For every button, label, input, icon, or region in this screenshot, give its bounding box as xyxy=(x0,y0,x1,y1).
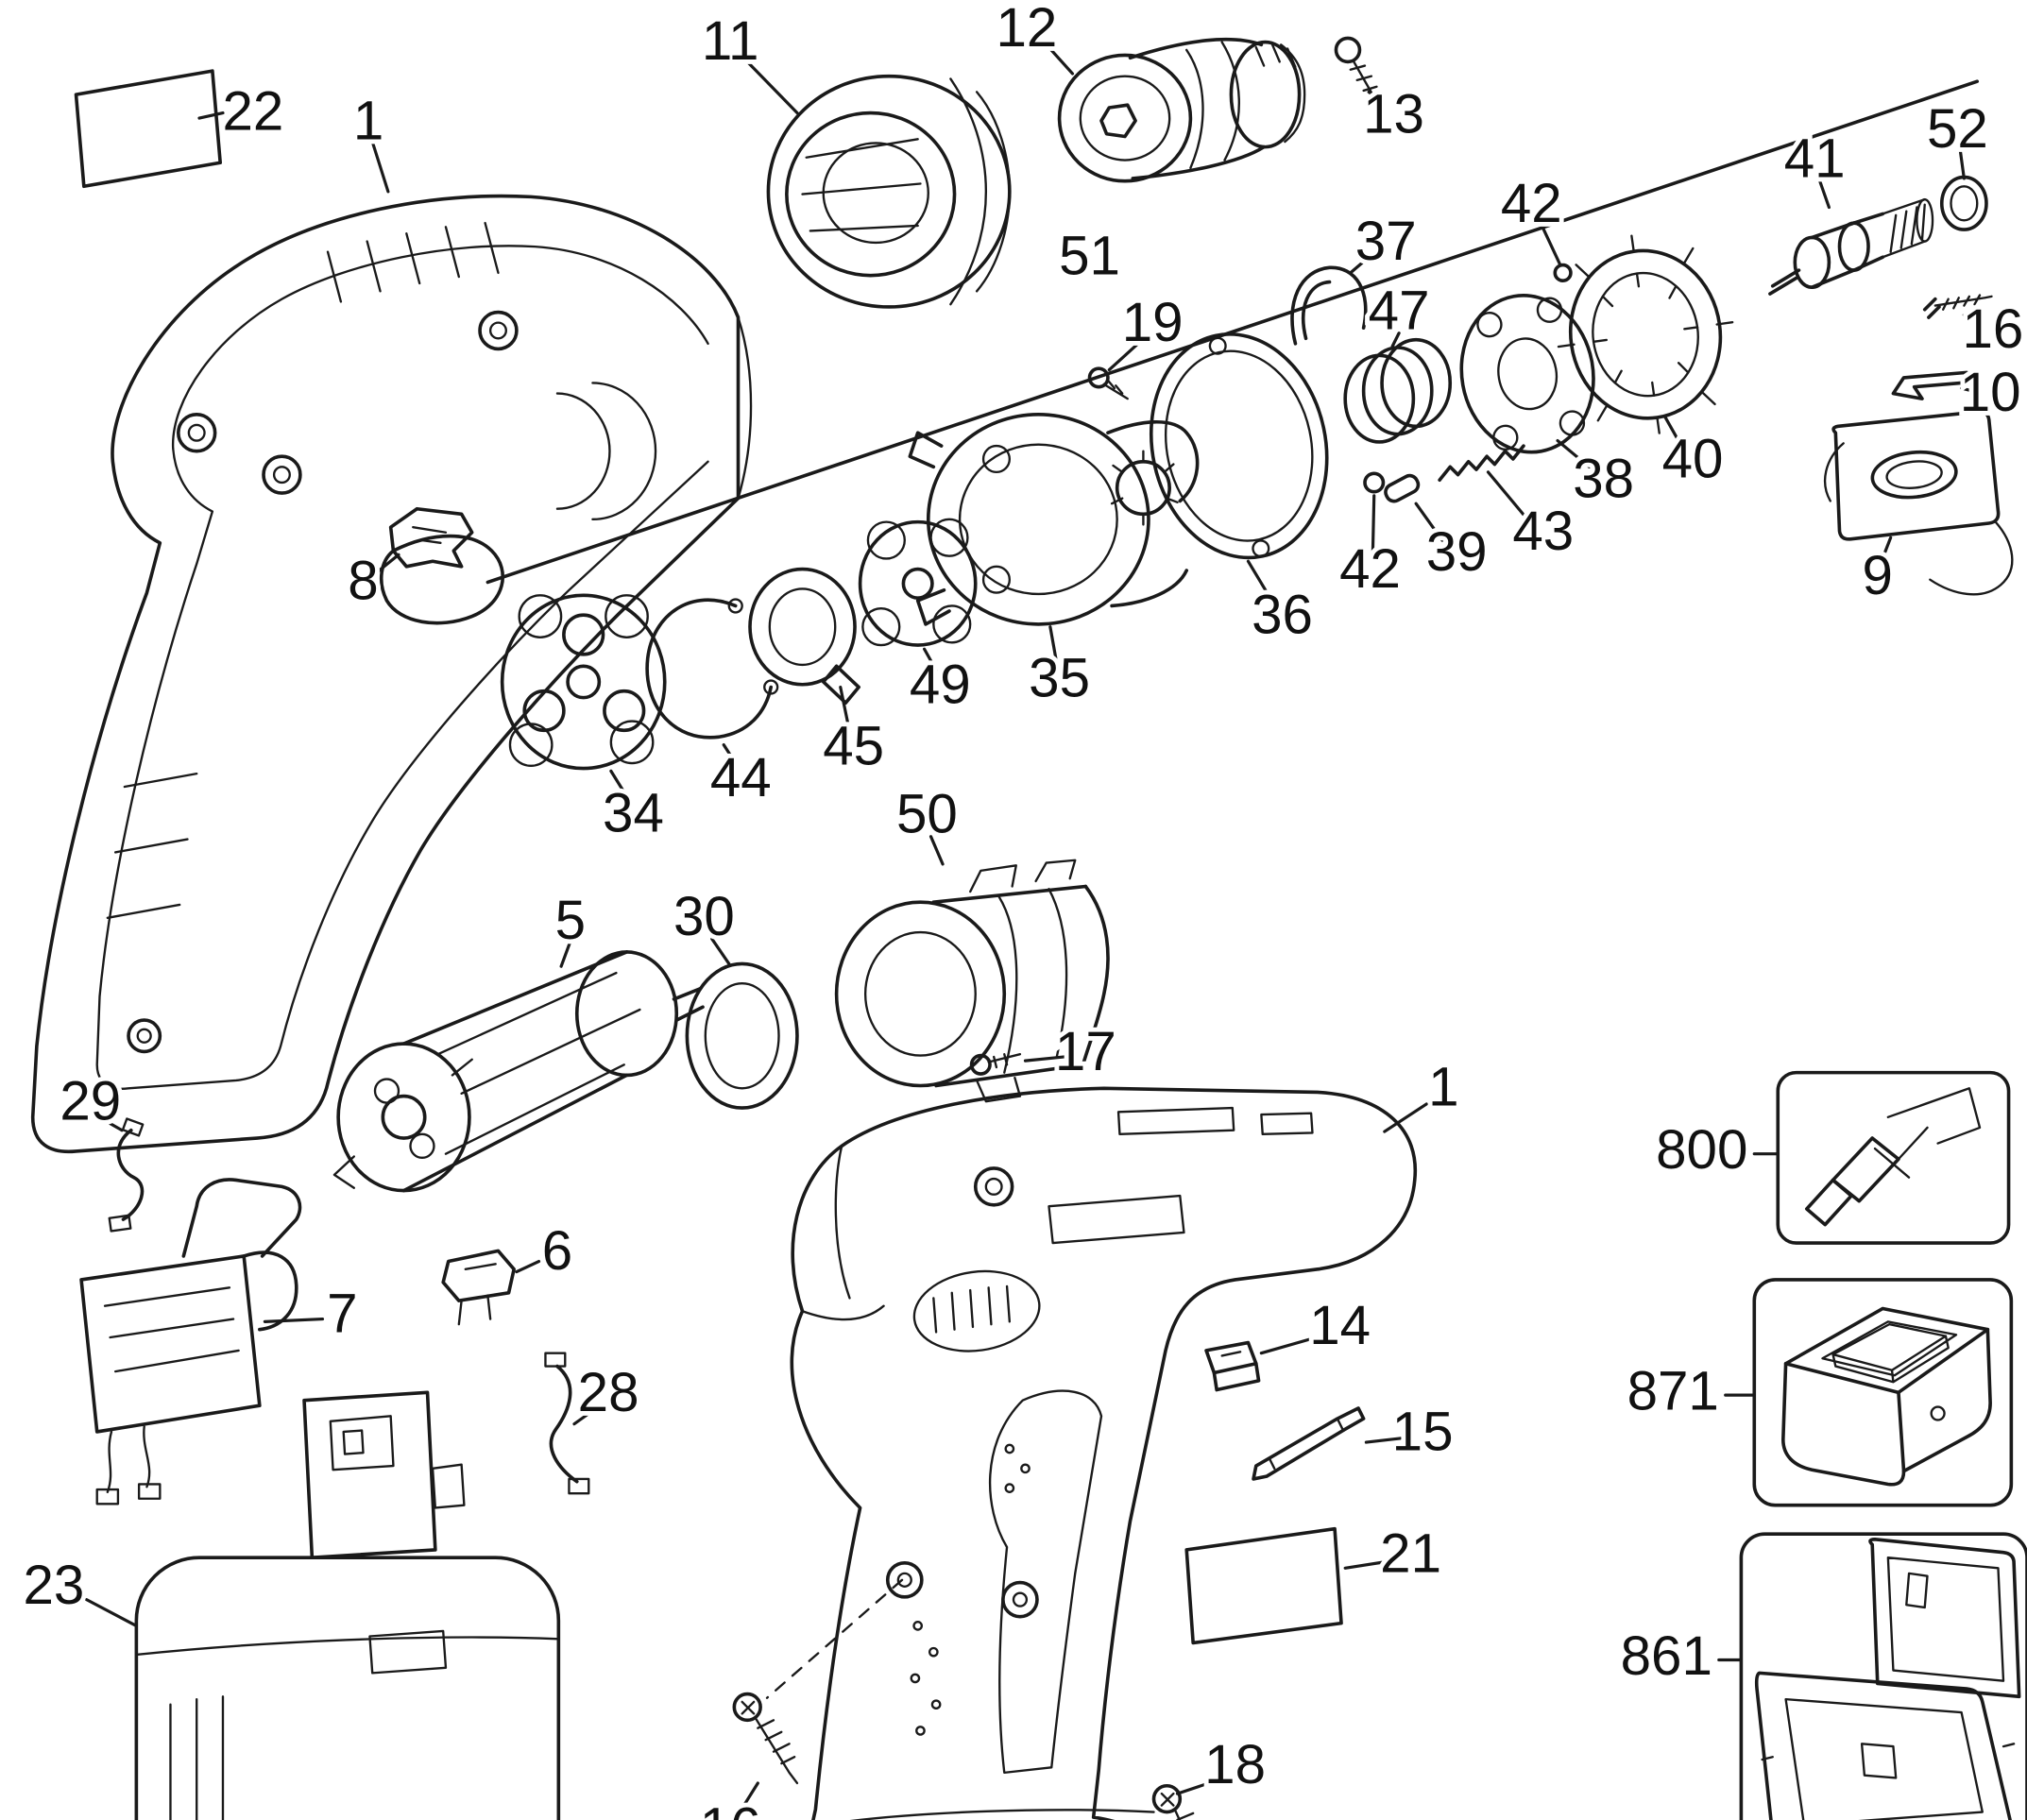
part-ring-gear xyxy=(1557,234,1734,434)
part-lead-wire-left xyxy=(108,1117,145,1233)
callout-47: 47 xyxy=(1369,281,1430,342)
part-screw-top xyxy=(1334,36,1378,99)
part-brush-holder xyxy=(441,1249,516,1326)
callout-37: 37 xyxy=(1355,211,1417,272)
callout-9: 9 xyxy=(1863,545,1893,606)
leader-lines xyxy=(85,45,1977,1816)
part-gearbox-housing xyxy=(908,412,1200,626)
part-screwdriver-bit xyxy=(1252,1406,1366,1481)
callout-17: 17 xyxy=(1055,1021,1116,1082)
part-latch xyxy=(388,506,474,569)
part-screw-gearbox xyxy=(1087,366,1129,400)
part-retaining-ring xyxy=(645,598,779,740)
callouts: 22 1 11 12 13 51 37 19 47 42 41 52 16 10… xyxy=(19,0,2027,1820)
callout-10: 10 xyxy=(1960,362,2021,423)
accessory-charger xyxy=(1752,1278,2014,1507)
accessory-bit-holder xyxy=(1776,1070,2011,1245)
callout-11: 11 xyxy=(702,10,759,72)
part-screw-case xyxy=(969,1053,1022,1076)
callout-39: 39 xyxy=(1426,521,1488,583)
callout-43: 43 xyxy=(1512,501,1574,562)
callout-19: 19 xyxy=(1122,292,1184,353)
callout-861: 861 xyxy=(1621,1625,1712,1687)
callout-44: 44 xyxy=(710,747,772,808)
callout-18: 18 xyxy=(1204,1734,1266,1795)
callout-29: 29 xyxy=(60,1071,121,1132)
part-spring-washers xyxy=(1343,337,1453,444)
part-lock-button xyxy=(1204,1340,1261,1392)
part-screw-right xyxy=(1922,294,1993,319)
callout-13: 13 xyxy=(1363,83,1424,145)
part-baffle-plate xyxy=(1823,410,2014,596)
callout-871: 871 xyxy=(1627,1361,1719,1422)
callout-30: 30 xyxy=(673,886,735,947)
callout-800: 800 xyxy=(1656,1119,1747,1181)
part-chuck-collar xyxy=(766,74,1012,309)
part-housing-right xyxy=(765,1086,1418,1820)
part-lead-wire-right xyxy=(544,1352,590,1495)
callout-15: 15 xyxy=(1392,1402,1454,1463)
part-motor xyxy=(332,950,705,1193)
callout-1-left: 1 xyxy=(353,90,383,151)
callout-5: 5 xyxy=(555,890,586,951)
callout-14: 14 xyxy=(1309,1295,1371,1356)
callout-7: 7 xyxy=(327,1284,357,1345)
callout-51: 51 xyxy=(1059,225,1120,286)
callout-1-right: 1 xyxy=(1428,1056,1458,1117)
part-ring-lever xyxy=(748,567,861,705)
callout-23: 23 xyxy=(23,1555,84,1616)
callout-6: 6 xyxy=(542,1220,572,1282)
part-planet-carrier xyxy=(500,593,667,771)
part-label-sticker xyxy=(74,69,223,189)
callout-36: 36 xyxy=(1252,585,1313,646)
callout-28: 28 xyxy=(578,1362,639,1423)
part-gear-case xyxy=(834,859,1110,1103)
part-spring xyxy=(1438,444,1525,483)
callout-52: 52 xyxy=(1927,98,1988,160)
callout-41: 41 xyxy=(1784,128,1846,190)
callout-50: 50 xyxy=(896,784,958,845)
part-ball-bottom xyxy=(1363,471,1386,494)
part-battery-pack xyxy=(134,1390,561,1820)
callout-45: 45 xyxy=(823,716,884,777)
callout-22: 22 xyxy=(222,81,283,143)
callout-34: 34 xyxy=(603,782,664,843)
part-screw-bottom-left xyxy=(732,1692,799,1785)
callout-35: 35 xyxy=(1029,647,1090,708)
part-id-label xyxy=(1184,1526,1343,1645)
part-pin xyxy=(1384,473,1421,503)
callout-42-top: 42 xyxy=(1501,173,1562,234)
part-chuck xyxy=(1057,37,1306,183)
part-output-spindle xyxy=(1768,197,1934,296)
callout-40: 40 xyxy=(1662,429,1724,490)
part-wire-clip xyxy=(1290,265,1368,346)
part-baffle-ring xyxy=(685,961,799,1110)
part-screw-bottom-right xyxy=(1151,1783,1195,1820)
callout-38: 38 xyxy=(1573,448,1634,509)
callout-8: 8 xyxy=(348,551,378,612)
part-ball-top xyxy=(1553,263,1573,283)
part-planet-gears xyxy=(858,518,978,647)
part-large-ring xyxy=(1149,332,1329,560)
callout-16-bottom: 16 xyxy=(700,1797,761,1820)
callout-16-right: 16 xyxy=(1962,298,2023,360)
callout-21: 21 xyxy=(1380,1523,1441,1585)
callout-49: 49 xyxy=(910,654,971,715)
part-clutch-plate xyxy=(1459,294,1595,454)
part-housing-left xyxy=(30,194,753,1154)
accessory-kit-box xyxy=(1739,1532,2027,1820)
part-flat-clip xyxy=(1891,370,1968,400)
callout-12: 12 xyxy=(996,0,1057,59)
part-switch xyxy=(79,1178,302,1505)
callout-42-bottom: 42 xyxy=(1339,538,1401,600)
